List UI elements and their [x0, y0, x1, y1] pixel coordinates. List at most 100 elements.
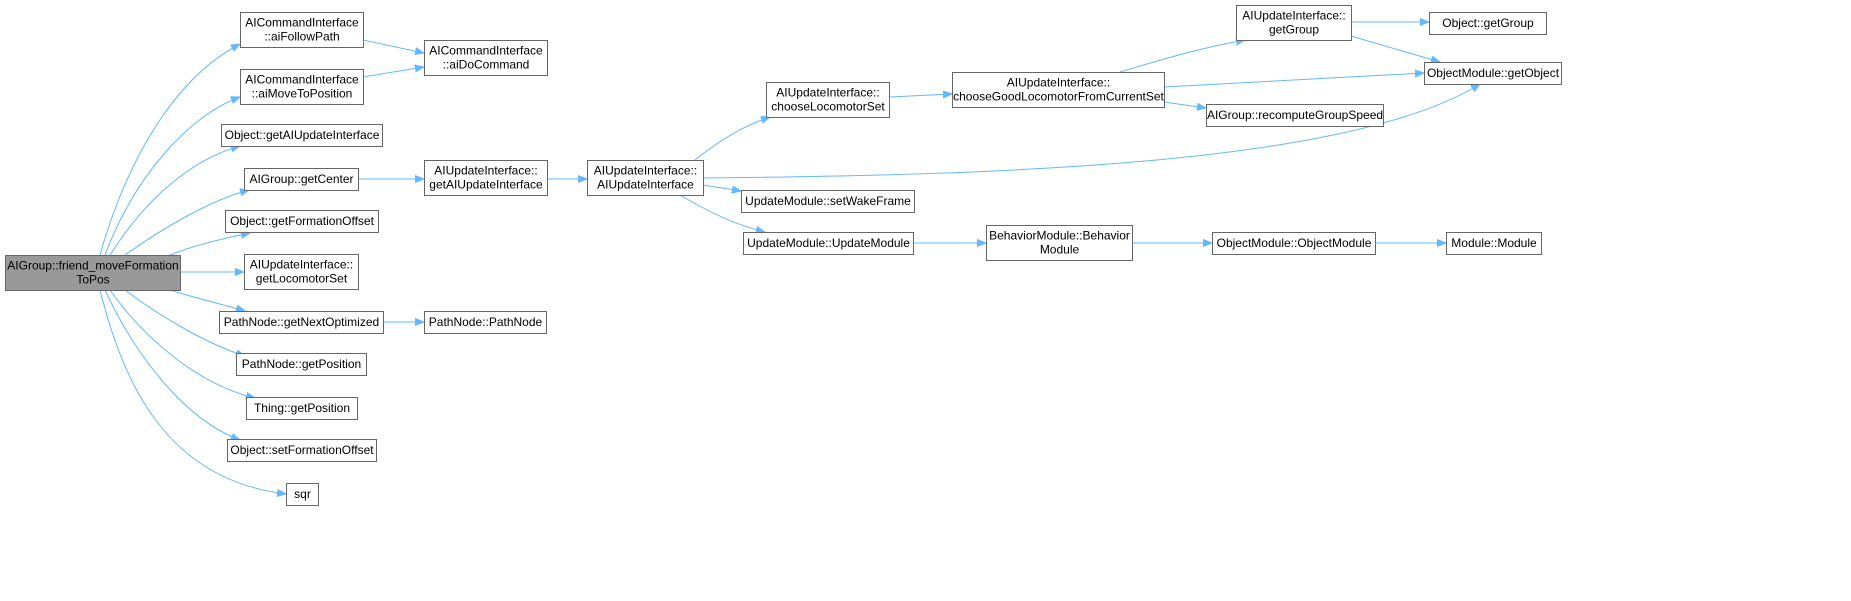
- node-label: ::aiFollowPath: [264, 30, 339, 44]
- node-label: AIGroup::getCenter: [249, 172, 353, 186]
- node-box[interactable]: [743, 232, 914, 255]
- node-label: PathNode::getPosition: [242, 357, 361, 371]
- node-objectModuleCtor[interactable]: ObjectModule::ObjectModule: [1212, 232, 1376, 255]
- node-box[interactable]: [221, 124, 383, 147]
- edge-root-to-aiMoveToPosition: [104, 97, 240, 256]
- edge-aiMoveToPosition-to-aiDoCommand: [362, 67, 424, 78]
- node-label: Object::getGroup: [1442, 16, 1534, 30]
- node-label: AIUpdateInterface: [597, 178, 694, 192]
- node-box[interactable]: [1429, 12, 1547, 35]
- node-label: AICommandInterface: [245, 16, 359, 30]
- node-getCenter[interactable]: AIGroup::getCenter: [244, 168, 359, 191]
- node-aiFollowPath[interactable]: AICommandInterface::aiFollowPath: [240, 12, 364, 48]
- node-label: ObjectModule::getObject: [1427, 66, 1560, 80]
- node-getNextOptimized[interactable]: PathNode::getNextOptimized: [219, 311, 384, 334]
- node-box[interactable]: [1424, 62, 1562, 85]
- node-label: AIGroup::friend_moveFormation: [7, 259, 178, 273]
- edge-aiGetGroup-to-getObject: [1350, 35, 1440, 62]
- node-label: AIGroup::recomputeGroupSpeed: [1207, 108, 1383, 122]
- node-box[interactable]: [424, 40, 548, 76]
- node-getAIUpdateInterface2[interactable]: AIUpdateInterface::getAIUpdateInterface: [424, 160, 548, 196]
- node-box[interactable]: [424, 160, 548, 196]
- node-box[interactable]: [286, 483, 319, 506]
- node-box[interactable]: [952, 72, 1165, 108]
- node-setWakeFrame[interactable]: UpdateModule::setWakeFrame: [741, 190, 915, 213]
- edge-root-to-objGetAIUpdateInterface: [109, 146, 240, 256]
- node-box[interactable]: [1212, 232, 1376, 255]
- node-aiGetGroup[interactable]: AIUpdateInterface::getGroup: [1236, 5, 1352, 41]
- edge-aiUpdateCtor-to-chooseLocomotorSet: [694, 117, 770, 161]
- node-label: chooseGoodLocomotorFromCurrentSet: [953, 90, 1164, 104]
- node-getObject[interactable]: ObjectModule::getObject: [1424, 62, 1562, 85]
- node-setFormationOffset[interactable]: Object::setFormationOffset: [227, 439, 377, 462]
- node-aiDoCommand[interactable]: AICommandInterface::aiDoCommand: [424, 40, 548, 76]
- node-box[interactable]: [236, 353, 367, 376]
- edge-aiUpdateCtor-to-setWakeFrame: [702, 184, 741, 191]
- node-box[interactable]: [244, 168, 359, 191]
- node-sqr[interactable]: sqr: [286, 483, 319, 506]
- node-behaviorCtor[interactable]: BehaviorModule::BehaviorModule: [986, 225, 1133, 261]
- node-label: Thing::getPosition: [254, 401, 350, 415]
- node-box[interactable]: [244, 254, 359, 290]
- node-box[interactable]: [1206, 104, 1384, 127]
- edge-root-to-getCenter: [124, 190, 249, 256]
- node-box[interactable]: [587, 160, 704, 196]
- node-label: getGroup: [1269, 23, 1319, 37]
- node-objGetGroup[interactable]: Object::getGroup: [1429, 12, 1547, 35]
- node-box[interactable]: [986, 225, 1133, 261]
- node-box[interactable]: [240, 69, 364, 105]
- edge-root-to-getNextOptimized: [169, 289, 245, 311]
- node-label: ::aiMoveToPosition: [252, 87, 353, 101]
- edge-aiUpdateCtor-to-updateModuleCtor: [679, 194, 765, 232]
- node-recompute[interactable]: AIGroup::recomputeGroupSpeed: [1206, 104, 1384, 127]
- edge-aiUpdateCtor-to-getObject: [702, 84, 1480, 179]
- node-updateModuleCtor[interactable]: UpdateModule::UpdateModule: [743, 232, 914, 255]
- node-chooseGood[interactable]: AIUpdateInterface::chooseGoodLocomotorFr…: [952, 72, 1165, 108]
- node-aiMoveToPosition[interactable]: AICommandInterface::aiMoveToPosition: [240, 69, 364, 105]
- node-label: AIUpdateInterface::: [1007, 76, 1110, 90]
- node-label: AICommandInterface: [245, 73, 359, 87]
- node-thingGetPosition[interactable]: Thing::getPosition: [246, 397, 358, 420]
- node-label: UpdateModule::setWakeFrame: [745, 194, 911, 208]
- node-label: chooseLocomotorSet: [771, 100, 885, 114]
- node-aiUpdateCtor[interactable]: AIUpdateInterface::AIUpdateInterface: [587, 160, 704, 196]
- node-label: AIUpdateInterface::: [594, 164, 697, 178]
- edge-root-to-pathNodeGetPosition: [124, 289, 245, 356]
- node-pathNodeGetPosition[interactable]: PathNode::getPosition: [236, 353, 367, 376]
- edge-root-to-getFormationOffset: [169, 233, 250, 256]
- node-label: PathNode::PathNode: [429, 315, 543, 329]
- node-label: Object::getFormationOffset: [230, 214, 375, 228]
- edge-chooseGood-to-aiGetGroup: [1119, 40, 1245, 73]
- node-label: Module::Module: [1451, 236, 1537, 250]
- node-moduleCtor[interactable]: Module::Module: [1446, 232, 1542, 255]
- edge-root-to-sqr: [99, 289, 286, 494]
- node-label: getAIUpdateInterface: [429, 178, 543, 192]
- node-getFormationOffset[interactable]: Object::getFormationOffset: [225, 210, 379, 233]
- node-getLocomotorSet[interactable]: AIUpdateInterface::getLocomotorSet: [244, 254, 359, 290]
- node-label: AIUpdateInterface::: [250, 258, 353, 272]
- node-box[interactable]: [225, 210, 379, 233]
- node-label: ::aiDoCommand: [443, 58, 530, 72]
- node-box[interactable]: [246, 397, 358, 420]
- node-objGetAIUpdateInterface[interactable]: Object::getAIUpdateInterface: [221, 124, 383, 147]
- node-label: ToPos: [76, 273, 109, 287]
- node-box[interactable]: [5, 255, 181, 291]
- node-box[interactable]: [240, 12, 364, 48]
- node-box[interactable]: [1446, 232, 1542, 255]
- edge-root-to-thingGetPosition: [109, 289, 255, 398]
- node-box[interactable]: [227, 439, 377, 462]
- node-box[interactable]: [766, 82, 890, 118]
- node-label: UpdateModule::UpdateModule: [747, 236, 910, 250]
- node-box[interactable]: [219, 311, 384, 334]
- node-pathNodeCtor[interactable]: PathNode::PathNode: [424, 311, 547, 334]
- node-label: AIUpdateInterface::: [1242, 9, 1345, 23]
- node-box[interactable]: [424, 311, 547, 334]
- node-label: Module: [1040, 243, 1080, 257]
- node-box[interactable]: [1236, 5, 1352, 41]
- node-label: ObjectModule::ObjectModule: [1217, 236, 1372, 250]
- node-box[interactable]: [741, 190, 915, 213]
- node-chooseLocomotorSet[interactable]: AIUpdateInterface::chooseLocomotorSet: [766, 82, 890, 118]
- edge-chooseGood-to-recompute: [1163, 101, 1206, 108]
